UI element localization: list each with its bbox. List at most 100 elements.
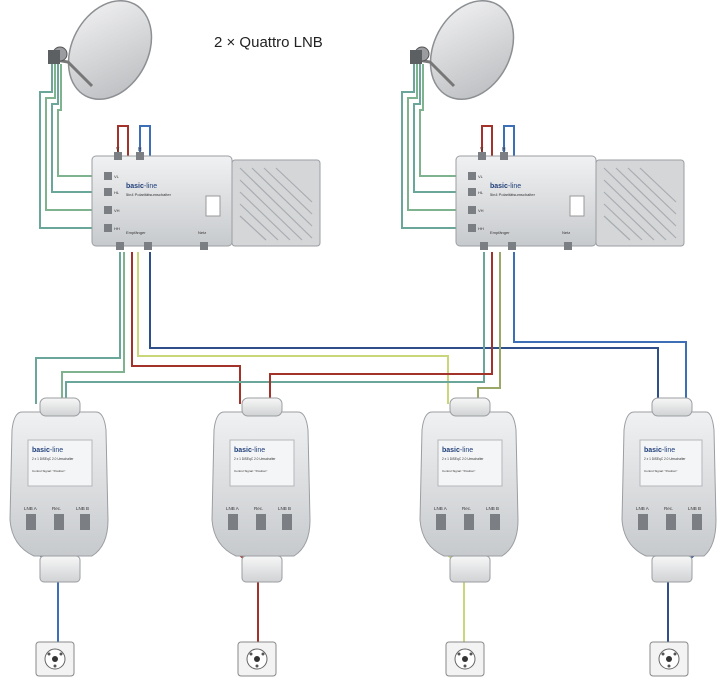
port-side-vl: VL [114,174,120,179]
switch-bottom-cap [241,555,283,583]
port-bottom-receiver: Empfänger [126,230,146,235]
port-top-v: V [480,147,484,153]
port-label-rec: Rec. [462,506,471,511]
control-note: Control Signal: "Position" [234,469,267,473]
switch-top-cap [241,397,283,417]
port-label-lnb-b: LNB B [76,506,89,511]
port-label-lnb-b: LNB B [688,506,701,511]
switch-ports [228,514,292,530]
model-label: 2 x 1 DiSEqC 2.0 Umschalter [234,457,276,461]
cable-ms1-top-blue [139,125,151,156]
port-top-h: H [138,147,142,153]
brand-label: basic-line [234,447,265,454]
heat-sink-fins [603,167,677,241]
switch-bottom-cap [651,555,693,583]
port-label-lnb-a: LNB A [434,506,447,511]
port-side-hh: HH [478,226,484,231]
model-label: 5in4 Polaritätsumschalter [126,192,172,197]
brand-label: basic-line [32,447,63,454]
aux-label: Netz [562,230,570,235]
diseqc-switch-3: basic-line 2 x 1 DiSEqC 2.0 Umschalter C… [419,397,519,583]
switch-label-panel [27,439,93,487]
port-label-lnb-a: LNB A [24,506,37,511]
cable-lnb2-2 [407,64,462,211]
wall-socket-2 [237,641,277,677]
aux-label: Netz [198,230,206,235]
cable-ms2-top-blue [503,125,515,156]
port-top-v: V [116,147,120,153]
control-note: Control Signal: "Position" [32,469,65,473]
socket-pin [462,656,468,662]
dish-reflector [429,0,515,101]
multiswitch-2: V H VL HL VH HH Empfänger Netz basic-lin… [455,147,685,250]
cable-ms2-out-teal [65,252,485,404]
cable-ms1-top-red [117,125,129,156]
lnb-body-1 [48,50,60,64]
port-side-hl: HL [114,190,120,195]
port-connectors [468,152,572,250]
cable-ms1-out-navy [149,252,659,404]
control-note: Control Signal: "Position" [644,469,677,473]
cable-lnb1-4 [57,64,108,177]
cable-lnb2-4 [419,64,462,177]
port-bottom-receiver: Empfänger [490,230,510,235]
switch-bottom-cap [39,555,81,583]
multiswitch-1: V H VL HL VH HH Empfänger Netz basic-lin… [91,147,321,250]
switch-top-cap [39,397,81,417]
info-plate [205,195,221,217]
heat-sink-fins [239,167,313,241]
socket-pin [254,656,260,662]
port-side-vl: VL [478,174,484,179]
cable-ms2-top-red [481,125,493,156]
cable-lnb1-1 [39,64,108,229]
lnb-body-2 [410,50,422,64]
port-label-lnb-a: LNB A [636,506,649,511]
satellite-dish-1 [48,0,153,101]
cable-ms2-out-navy [513,252,687,404]
switch-ports [26,514,90,530]
port-label-lnb-b: LNB B [278,506,291,511]
dish-reflector [67,0,153,101]
socket-pin [666,656,672,662]
switch-top-cap [449,397,491,417]
port-side-hh: HH [114,226,120,231]
model-label: 2 x 1 DiSEqC 2.0 Umschalter [32,457,74,461]
brand-label: basic-line [490,183,521,190]
cable-lnb2-3 [413,64,462,193]
wall-socket-4 [649,641,689,677]
port-label-rec: Rec. [664,506,673,511]
model-label: 2 x 1 DiSEqC 2.0 Umschalter [442,457,484,461]
cable-ms2-out-olive [477,252,501,404]
diseqc-switch-2: basic-line 2 x 1 DiSEqC 2.0 Umschalter C… [211,397,311,583]
port-connectors [104,152,208,250]
diagram-title: 2 × Quattro LNB [214,34,323,51]
cable-lnb1-2 [45,64,108,211]
brand-label: basic-line [644,447,675,454]
satellite-dish-2 [410,0,515,101]
switch-label-panel [639,439,703,487]
switch-top-cap [651,397,693,417]
port-top-h: H [502,147,506,153]
model-label: 2 x 1 DiSEqC 2.0 Umschalter [644,457,686,461]
switch-label-panel [229,439,295,487]
wall-socket-3 [445,641,485,677]
port-label-lnb-a: LNB A [226,506,239,511]
control-note: Control Signal: "Position" [442,469,475,473]
diseqc-switch-4: basic-line 2 x 1 DiSEqC 2.0 Umschalter C… [621,397,717,583]
port-side-hl: HL [478,190,484,195]
port-label-lnb-b: LNB B [486,506,499,511]
switch-ports [638,514,702,530]
socket-pin [52,656,58,662]
cable-ms1-out-red [131,252,241,404]
port-side-vh: VH [478,208,484,213]
cables [29,64,705,642]
cable-ms1-out-teal [35,252,121,404]
brand-label: basic-line [126,183,157,190]
switch-ports [436,514,500,530]
cable-lnb1-3 [51,64,108,193]
brand-label: basic-line [442,447,473,454]
info-plate [569,195,585,217]
switch-bottom-cap [449,555,491,583]
